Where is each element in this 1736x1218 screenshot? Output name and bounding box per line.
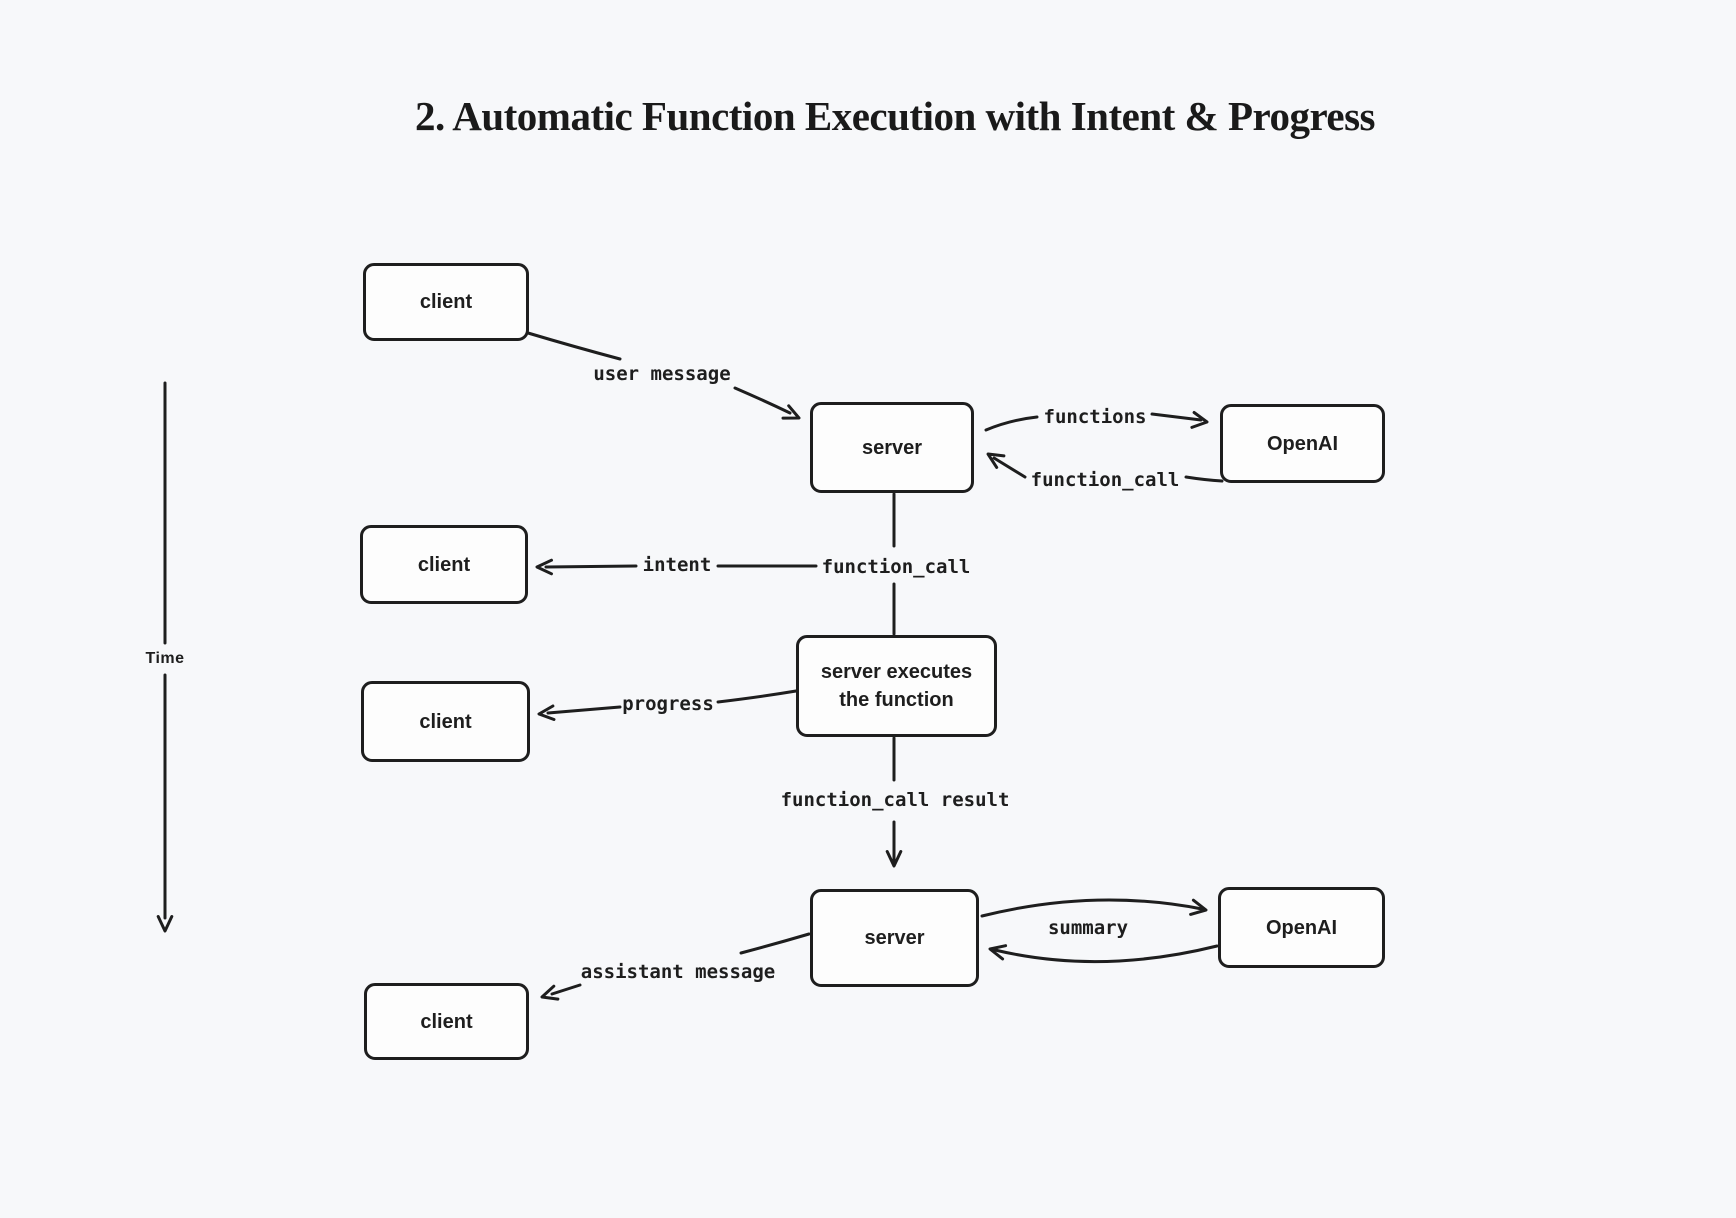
edge-label-assistant-message: assistant message [580, 961, 776, 983]
edge-label-function-call-result: function_call result [780, 789, 1010, 811]
arrow-summary-out [980, 898, 1208, 918]
edge-label-user-message: user message [593, 363, 731, 385]
arrow-assistant-message [540, 932, 811, 1001]
edge-label-summary: summary [1047, 917, 1129, 939]
edge-label-functions: functions [1043, 406, 1147, 428]
arrow-intent [535, 558, 818, 576]
edge-label-intent: intent [642, 554, 712, 576]
node-server-2: server [810, 889, 979, 987]
node-server-1-label: server [861, 436, 923, 459]
node-server-executor-label: server executes the function [821, 658, 972, 714]
edge-label-function-call-top: function_call [1030, 469, 1180, 491]
time-axis-label: Time [145, 650, 185, 667]
executor-label-line-2: the function [839, 689, 954, 711]
time-axis-arrow [156, 381, 174, 933]
edge-label-function-call-mid: function_call [821, 556, 971, 578]
arrow-progress [537, 689, 798, 721]
node-client-2: client [360, 525, 528, 604]
node-server-executor: server executes the function [796, 635, 997, 737]
arrow-function-call-top [986, 452, 1224, 483]
node-openai-2: OpenAI [1218, 887, 1385, 968]
node-openai-1-label: OpenAI [1266, 432, 1339, 455]
node-client-1: client [363, 263, 529, 341]
node-openai-2-label: OpenAI [1265, 916, 1338, 939]
edge-label-progress: progress [622, 693, 714, 715]
node-server-1: server [810, 402, 974, 493]
node-client-3: client [361, 681, 530, 762]
node-client-3-label: client [419, 710, 472, 733]
arrow-user-message [526, 331, 801, 420]
arrow-functions [984, 411, 1209, 432]
executor-label-line-1: server executes [820, 661, 973, 683]
arrow-summary-back [988, 944, 1219, 964]
node-server-2-label: server [864, 927, 925, 949]
arrow-function-call-result [885, 736, 903, 868]
node-client-2-label: client [417, 553, 471, 576]
node-client-4-label: client [420, 1010, 473, 1033]
node-client-4: client [364, 983, 529, 1060]
diagram-title: 2. Automatic Function Execution with Int… [414, 93, 1376, 139]
node-client-1-label: client [419, 291, 473, 313]
node-openai-1: OpenAI [1220, 404, 1385, 483]
